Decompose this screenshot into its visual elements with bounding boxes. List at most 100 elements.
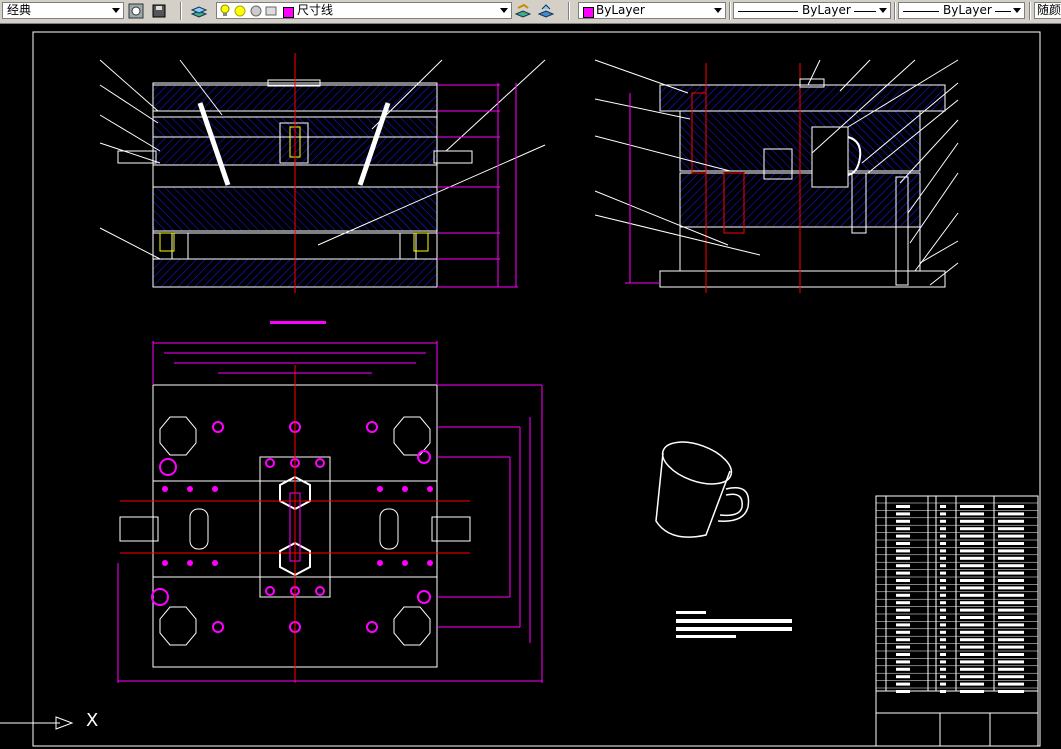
lightbulb-icon[interactable] [219, 4, 231, 22]
parts-list-cell-text [940, 660, 946, 664]
parts-list-cell-text [960, 556, 984, 560]
plot-style-value: 随颜 [1037, 3, 1061, 17]
parts-list-cell-text [940, 608, 946, 612]
ucs-axis-x-label: X [86, 710, 99, 731]
parts-list-cell-text [896, 549, 910, 553]
linetype-dropdown[interactable]: ByLayer [733, 2, 891, 19]
parts-list-cell-text [998, 505, 1024, 508]
parts-list-cell-text [940, 534, 946, 538]
parts-list-cell-text [998, 519, 1024, 523]
layer-previous-icon[interactable] [537, 2, 555, 20]
workspace-dropdown[interactable]: 经典 [2, 2, 124, 19]
lineweight-dropdown[interactable]: ByLayer [898, 2, 1025, 19]
parts-list-cell-text [998, 690, 1024, 693]
properties-toolbar: 经典 尺寸线 ByLayer ByLayer ByLay [0, 0, 1061, 24]
parts-list-cell-text [998, 564, 1024, 568]
parts-list-cell-text [960, 593, 984, 597]
parts-list-cell-text [940, 542, 946, 545]
parts-list-cell-text [896, 653, 910, 656]
parts-list-cell-text [896, 542, 910, 545]
parts-list-cell-text [960, 549, 984, 553]
parts-list-cell-text [940, 675, 946, 679]
parts-list-cell-text [896, 638, 910, 642]
side-section-view [594, 59, 959, 293]
parts-list-cell-text [960, 564, 984, 568]
parts-list-cell-text [998, 601, 1024, 605]
lock-icon[interactable] [250, 4, 262, 22]
parts-list-cell-text [998, 579, 1024, 582]
parts-list-cell-text [960, 586, 984, 590]
color-dropdown[interactable]: ByLayer [578, 2, 726, 19]
layer-dropdown[interactable]: 尺寸线 [216, 2, 512, 19]
parts-list-cell-text [998, 616, 1024, 619]
parts-list-cell-text [940, 601, 946, 605]
parts-list-cell-text [960, 690, 984, 693]
drawing-canvas[interactable] [0, 23, 1061, 749]
parts-list-cell-text [998, 534, 1024, 538]
parts-list-cell-text [960, 660, 984, 664]
parts-list-cell-text [960, 645, 984, 649]
layer-color-swatch [283, 7, 294, 18]
parts-list-table [875, 495, 1039, 747]
layer-manager-icon[interactable] [190, 2, 208, 20]
parts-list-cell-text [998, 549, 1024, 553]
parts-list-cell-text [960, 630, 984, 634]
drawing-border-frame [32, 31, 1041, 747]
color-swatch [583, 7, 594, 18]
workspace-settings-icon[interactable] [127, 2, 145, 20]
parts-list-cell-text [896, 519, 910, 523]
parts-list-cell-text [940, 527, 946, 531]
parts-list-cell-text [896, 564, 910, 568]
parts-list-cell-text [896, 534, 910, 538]
parts-list-cell-text [998, 653, 1024, 656]
linetype-preview-tail [854, 11, 876, 12]
layer-value: 尺寸线 [297, 3, 334, 17]
workspace-save-icon[interactable] [150, 2, 168, 20]
lineweight-value: ByLayer [943, 3, 992, 17]
parts-list-cell-text [960, 534, 984, 538]
parts-list-rows [876, 502, 1038, 693]
sun-icon[interactable] [234, 4, 246, 22]
parts-list-cell-text [940, 623, 946, 627]
parts-list-cell-text [940, 638, 946, 642]
parts-list-cell-text [940, 586, 946, 590]
toolbar-separator [1029, 2, 1031, 20]
parts-list-cell-text [896, 616, 910, 619]
parts-list-cell-text [998, 667, 1024, 671]
parts-list-cell-text [940, 579, 946, 582]
parts-list-cell-text [896, 645, 910, 649]
parts-list-cell-text [960, 512, 984, 516]
parts-list-cell-text [940, 682, 946, 686]
parts-list-cell-text [940, 690, 946, 693]
parts-list-cell-text [998, 630, 1024, 634]
parts-list-cell-text [998, 593, 1024, 597]
parts-list-cell-text [896, 512, 910, 516]
plan-view [117, 341, 543, 683]
dropdown-arrow-icon [879, 8, 887, 13]
plot-style-dropdown[interactable]: 随颜 [1034, 2, 1061, 19]
parts-list-cell-text [896, 690, 910, 693]
parts-list-cell-text [940, 564, 946, 568]
linetype-value: ByLayer [802, 3, 851, 17]
parts-list-cell-text [960, 682, 984, 686]
dropdown-arrow-icon [500, 8, 508, 13]
parts-list-cell-text [998, 675, 1024, 679]
parts-list-cell-text [998, 556, 1024, 560]
parts-list-cell-text [998, 571, 1024, 575]
toolbar-separator [894, 2, 896, 20]
dropdown-arrow-icon [112, 8, 120, 13]
toolbar-separator [568, 2, 570, 20]
dropdown-arrow-icon [1013, 8, 1021, 13]
parts-list-cell-text [896, 608, 910, 612]
parts-list-cell-text [998, 586, 1024, 590]
workspace-value: 经典 [7, 3, 32, 17]
layer-state-icon[interactable] [264, 4, 278, 22]
lineweight-preview [903, 11, 939, 12]
parts-list-cell-text [960, 638, 984, 642]
parts-list-cell-text [960, 653, 984, 656]
parts-list-cell-text [998, 682, 1024, 686]
make-current-layer-icon[interactable] [514, 2, 532, 20]
parts-list-cell-text [960, 608, 984, 612]
parts-list-cell-text [940, 505, 946, 508]
parts-list-cell-text [896, 667, 910, 671]
